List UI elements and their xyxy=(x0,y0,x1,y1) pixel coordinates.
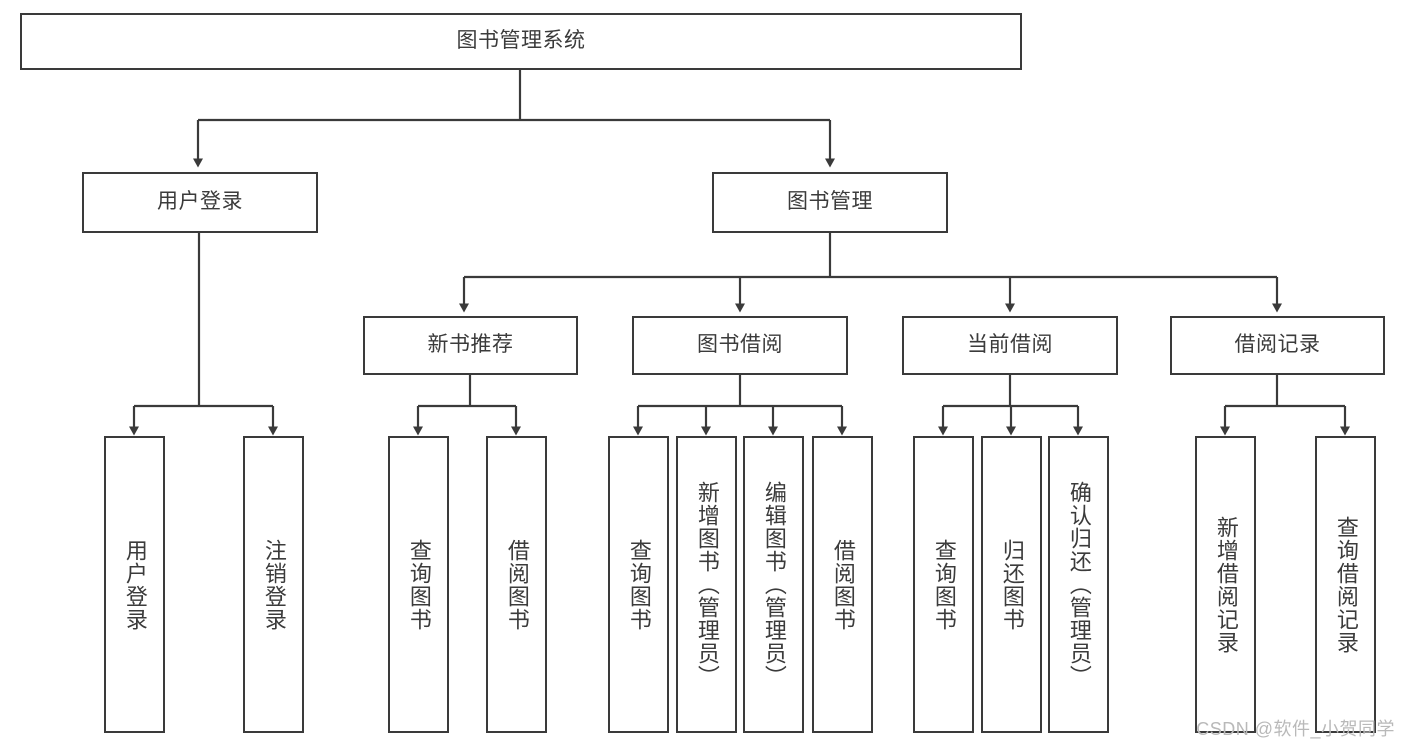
node-label: 注销登录 xyxy=(261,538,287,631)
node-label: 查询图书 xyxy=(931,538,957,631)
node-label: 图书管理系统 xyxy=(456,29,586,53)
node-label: 新书推荐 xyxy=(427,333,514,357)
leaf-recommend-query-book[interactable]: 查询图书 xyxy=(388,436,449,733)
node-label: 归还图书 xyxy=(999,538,1025,631)
csdn-watermark: CSDN @软件_小贺同学 xyxy=(1196,719,1395,739)
node-label: 查询借阅记录 xyxy=(1333,515,1359,654)
node-label: 新增图书（管理员） xyxy=(694,481,720,688)
node-borrow-records[interactable]: 借阅记录 xyxy=(1170,316,1385,375)
node-current-borrow[interactable]: 当前借阅 xyxy=(902,316,1118,375)
node-label: 查询图书 xyxy=(406,538,432,631)
node-label: 借阅记录 xyxy=(1234,333,1321,357)
node-label: 确认归还（管理员） xyxy=(1066,481,1092,688)
leaf-current-return-book[interactable]: 归还图书 xyxy=(981,436,1042,733)
node-label: 用户登录 xyxy=(157,190,243,214)
leaf-borrow-borrow-book[interactable]: 借阅图书 xyxy=(812,436,873,733)
node-new-book-recommend[interactable]: 新书推荐 xyxy=(363,316,578,375)
leaf-records-add-record[interactable]: 新增借阅记录 xyxy=(1195,436,1256,733)
node-label: 查询图书 xyxy=(626,538,652,631)
leaf-records-query-record[interactable]: 查询借阅记录 xyxy=(1315,436,1376,733)
leaf-recommend-borrow-book[interactable]: 借阅图书 xyxy=(486,436,547,733)
leaf-user-login-logout[interactable]: 注销登录 xyxy=(243,436,304,733)
node-label: 新增借阅记录 xyxy=(1213,515,1239,654)
node-book-borrow[interactable]: 图书借阅 xyxy=(632,316,848,375)
node-label: 用户登录 xyxy=(122,538,148,631)
node-label: 图书借阅 xyxy=(697,333,783,357)
node-label: 当前借阅 xyxy=(967,333,1053,357)
leaf-user-login-login[interactable]: 用户登录 xyxy=(104,436,165,733)
node-label: 编辑图书（管理员） xyxy=(761,481,787,688)
node-label: 借阅图书 xyxy=(830,538,856,631)
node-book-management[interactable]: 图书管理 xyxy=(712,172,948,233)
leaf-borrow-edit-book[interactable]: 编辑图书（管理员） xyxy=(743,436,804,733)
leaf-borrow-query-book[interactable]: 查询图书 xyxy=(608,436,669,733)
node-root-system[interactable]: 图书管理系统 xyxy=(20,13,1022,70)
node-label: 借阅图书 xyxy=(504,538,530,631)
leaf-current-query-book[interactable]: 查询图书 xyxy=(913,436,974,733)
node-label: 图书管理 xyxy=(787,190,873,214)
node-user-login[interactable]: 用户登录 xyxy=(82,172,318,233)
leaf-current-confirm-return[interactable]: 确认归还（管理员） xyxy=(1048,436,1109,733)
leaf-borrow-add-book[interactable]: 新增图书（管理员） xyxy=(676,436,737,733)
